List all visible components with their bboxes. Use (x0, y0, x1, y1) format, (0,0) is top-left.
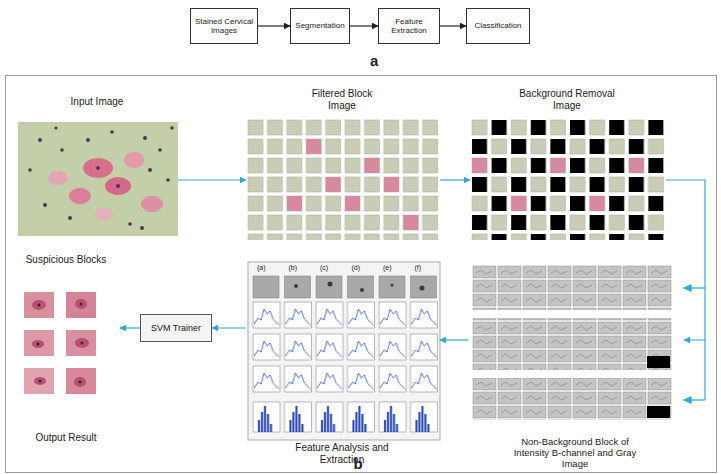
grid-tiles (470, 118, 666, 240)
panel-caption: Non-Background Block of Intensity B-chan… (510, 437, 640, 470)
histograms (250, 400, 439, 436)
subplot-label: (f) (415, 264, 422, 271)
black-tile (647, 356, 670, 368)
block-grid (246, 118, 440, 240)
tile-group (472, 378, 672, 420)
cell (141, 196, 163, 212)
tile (24, 330, 54, 356)
panel-letter: a (370, 52, 378, 69)
subplot-label: (b) (289, 264, 298, 271)
box-label: Classification (469, 21, 527, 30)
cell (105, 177, 131, 195)
subplot-label: (d) (352, 264, 361, 271)
tile (24, 292, 54, 318)
panel-caption: Output Result (13, 432, 119, 444)
panel-caption: Feature Analysis and Extraction (287, 442, 397, 465)
line-plots (250, 300, 439, 396)
tile (66, 368, 96, 394)
box-label: Stained Cervical Images (193, 17, 255, 35)
process-box: Feature Extraction (378, 8, 440, 44)
flow-arrow (440, 179, 470, 180)
flow-arrow (666, 180, 705, 340)
cell (48, 171, 68, 185)
tile-group (472, 318, 672, 370)
image-background (18, 122, 178, 236)
flow-arrow (440, 339, 468, 340)
image-panel: Filtered Block Image (246, 86, 440, 240)
image-panel: Non-Background Block of Intensity B-chan… (468, 262, 684, 472)
tile-group (472, 265, 672, 310)
subplot-label: (e) (383, 264, 392, 271)
pink-tiles (287, 139, 418, 230)
flow-arrow (120, 327, 140, 328)
gray-block-groups (472, 265, 672, 420)
flow-arrow (212, 327, 246, 328)
thumbnails (253, 276, 437, 298)
box-label: Segmentation (292, 21, 348, 30)
image-panel: Background Removal Image (470, 86, 666, 240)
panel-caption: Suspicious Blocks (13, 254, 119, 266)
nuclei (28, 126, 174, 230)
suspicious-block-tiles (24, 292, 96, 394)
panel-caption: Background Removal Image (517, 88, 617, 111)
panel-caption: Input Image (22, 96, 172, 108)
classifier-box: SVM Trainer (140, 314, 212, 342)
flow-arrow (258, 25, 290, 26)
flow-arrow (350, 25, 378, 26)
tile (66, 292, 96, 318)
panel-frame: bInput ImageFiltered Block ImageBackgrou… (5, 75, 717, 473)
image-panel: Feature Analysis and Extraction (246, 262, 440, 467)
tile-cells (32, 299, 89, 387)
black-tile (647, 406, 670, 418)
background-removed-grid (470, 118, 666, 240)
thumbnail-specks (294, 282, 425, 293)
box-label: SVM Trainer (143, 323, 209, 333)
flow-arrow (440, 25, 466, 26)
box-label: Feature Extraction (381, 17, 437, 35)
panel-caption: Filtered Block Image (299, 88, 385, 111)
subplot-label: (c) (320, 264, 328, 271)
plot-panel (248, 262, 440, 440)
pink-tiles (472, 158, 644, 211)
tile-nuclei (37, 303, 84, 384)
tile (24, 368, 54, 394)
branch-arrows (684, 285, 705, 403)
result-panel: Suspicious BlocksOutput Result (14, 250, 120, 445)
cell (124, 152, 144, 168)
process-box: Stained Cervical Images (190, 8, 258, 44)
flow-arrow (178, 179, 246, 180)
feature-plots (248, 262, 440, 440)
cell (83, 158, 113, 178)
process-box: Classification (466, 8, 530, 44)
cell (95, 208, 113, 220)
grid-tiles (246, 118, 440, 240)
cell (69, 188, 91, 204)
image-panel: Input Image (18, 92, 178, 238)
tile (66, 330, 96, 356)
process-box: Segmentation (290, 8, 350, 44)
microscope-image (18, 122, 178, 236)
subplot-label: (a) (257, 264, 266, 271)
